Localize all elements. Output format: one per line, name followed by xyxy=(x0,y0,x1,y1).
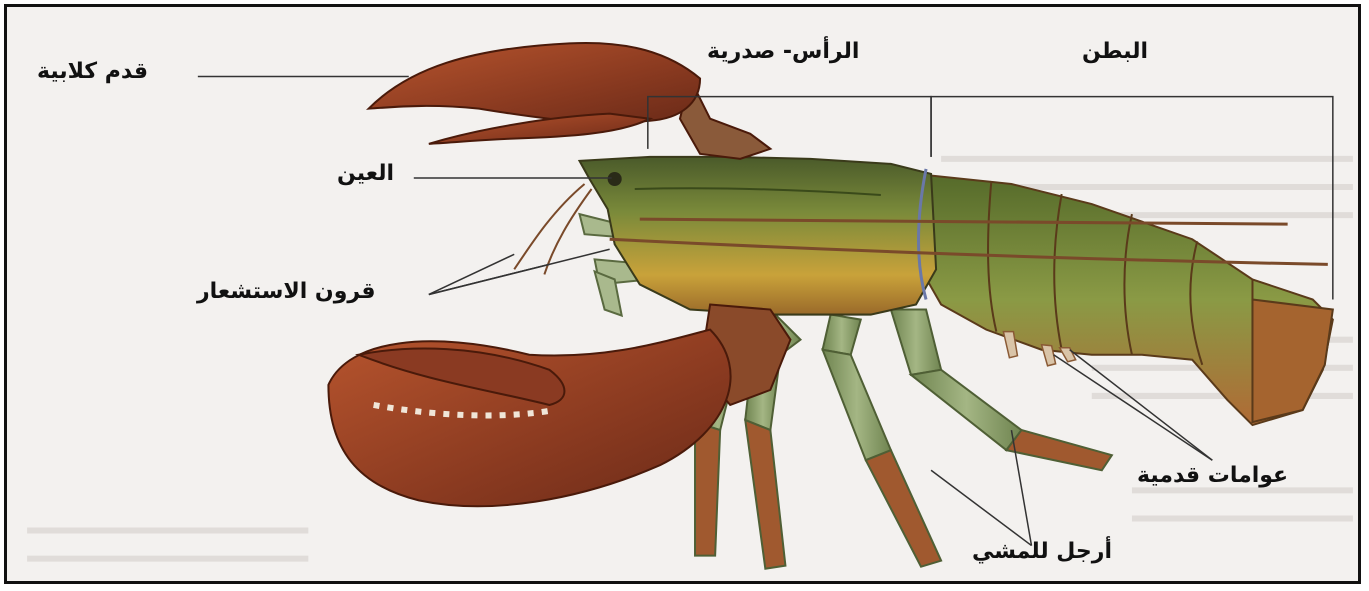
lower-claw xyxy=(328,305,790,507)
eye-label: العين xyxy=(337,161,394,186)
diagram-frame: قدم كلابية الرأس- صدرية البطن العين قرون… xyxy=(4,4,1361,584)
claw-label: قدم كلابية xyxy=(37,59,148,84)
antennae-label: قرون الاستشعار xyxy=(197,279,375,304)
abdomen-segments xyxy=(916,174,1333,425)
abdomen-label: البطن xyxy=(1082,39,1148,64)
cephalothorax-shell xyxy=(580,157,937,315)
cephalothorax-label: الرأس- صدرية xyxy=(707,39,859,64)
swimmerets-label: عوامات قدمية xyxy=(1137,463,1288,488)
eye-dot xyxy=(608,172,622,186)
walking-legs-label: أرجل للمشي xyxy=(972,539,1112,564)
